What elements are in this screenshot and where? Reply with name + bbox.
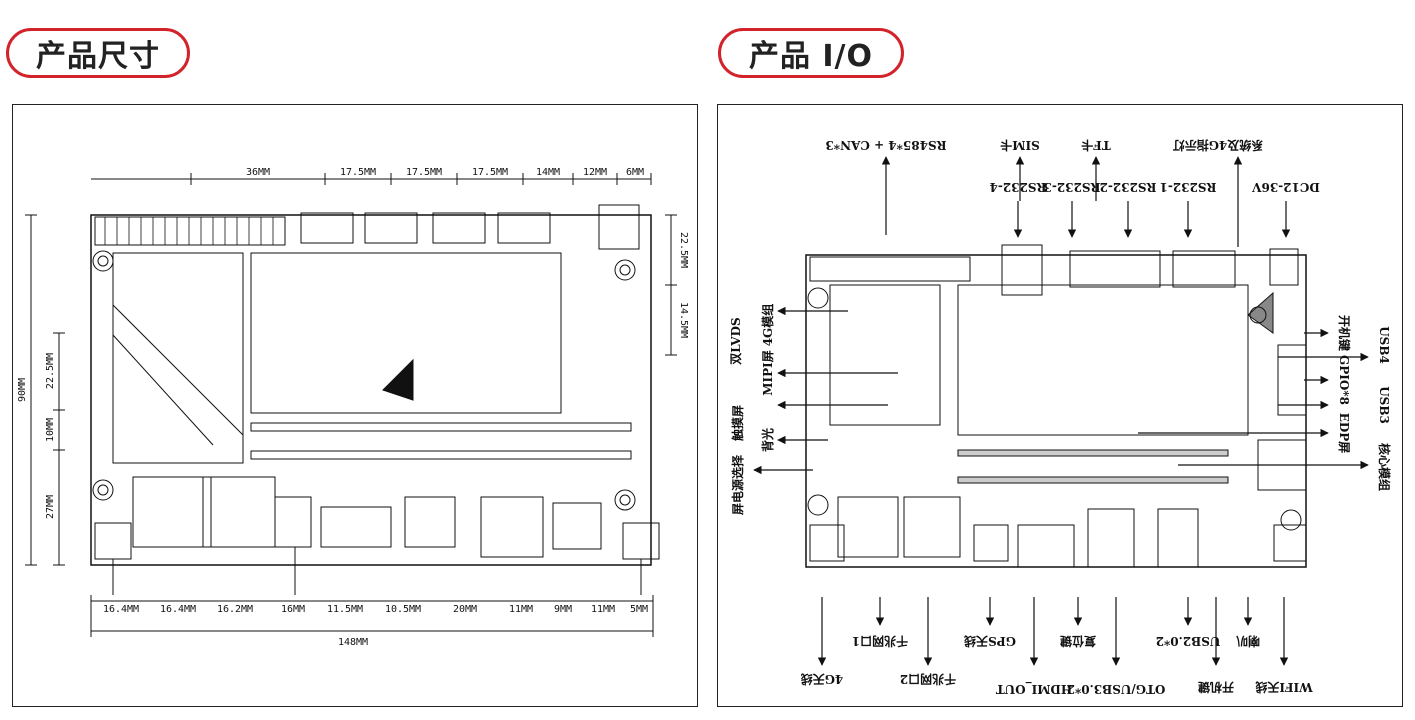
dim-bottom-6: 20MM	[453, 604, 477, 615]
io-right-2: GPIO*8	[1337, 355, 1351, 405]
dim-bottom-0: 16.4MM	[103, 604, 139, 615]
dim-left-2: 27MM	[45, 495, 56, 519]
io-diagram: RS485*4 + CAN*3 SIM卡 TF卡 系统及4G指示灯 RS232-…	[729, 138, 1392, 696]
io-top2-3: RS232-1	[1159, 180, 1216, 194]
bottom-dimension-labels: 16.4MM 16.4MM 16.2MM 16MM 11.5MM 10.5MM …	[103, 604, 648, 648]
io-top2-4: DC12-36V	[1251, 180, 1319, 194]
dim-bottom-total: 148MM	[338, 637, 368, 648]
io-right-3: USB3	[1377, 386, 1391, 424]
io-right-0: 开机键	[1337, 315, 1352, 351]
dim-bottom-4: 11.5MM	[327, 604, 363, 615]
io-bottom2-2: HDMI_OUT	[996, 681, 1073, 696]
right-io-labels: 开机键 USB4 GPIO*8 USB3 EDP屏 核心模组	[1337, 315, 1392, 491]
dim-bottom-3: 16MM	[281, 604, 305, 615]
io-left-2: MIPI屏	[761, 350, 775, 396]
dim-top-2: 17.5MM	[406, 167, 442, 178]
io-arrows	[753, 156, 1369, 666]
io-right-5: 核心模组	[1377, 443, 1392, 491]
io-top-0: RS485*4 + CAN*3	[825, 138, 946, 152]
bottom-io-labels-row1: 千兆网口1 GPS天线 复位键 USB2.0*2 喇叭	[852, 634, 1260, 649]
dim-right-1: 14.5MM	[678, 302, 689, 338]
io-bottom2-4: 开机键	[1198, 680, 1234, 695]
io-bottom2-5: WIFI天线	[1255, 680, 1313, 695]
top-dimension-labels: 36MM 17.5MM 17.5MM 17.5MM 14MM 12MM 6MM	[246, 167, 644, 178]
right-dimension-labels: 22.5MM 14.5MM	[678, 232, 689, 338]
io-left-3: 触摸屏	[730, 405, 745, 441]
dim-left-total: 90MM	[17, 378, 28, 402]
dim-left-0: 22.5MM	[45, 353, 56, 389]
dim-bottom-8: 9MM	[554, 604, 572, 615]
dim-bottom-2: 16.2MM	[217, 604, 253, 615]
dim-bottom-7: 11MM	[509, 604, 533, 615]
section-title-io: 产品 I/O	[718, 28, 904, 78]
top-io-labels-row2: RS232-4 RS232-3 RS232-2 RS232-1 DC12-36V	[989, 180, 1319, 194]
left-io-labels: 双LVDS 4G模组 MIPI屏 触摸屏 背光 屏电源选择	[729, 304, 775, 516]
io-bottom1-2: 复位键	[1060, 634, 1097, 649]
io-bottom1-4: 喇叭	[1236, 634, 1260, 649]
dim-top-3: 17.5MM	[472, 167, 508, 178]
section-title-io-text: 产品 I/O	[748, 39, 874, 74]
io-bottom2-1: 千兆网口2	[900, 672, 956, 687]
io-top2-2: RS232-2	[1099, 180, 1156, 194]
io-left-4: 背光	[760, 428, 775, 452]
top-io-labels: RS485*4 + CAN*3 SIM卡 TF卡 系统及4G指示灯	[825, 138, 1263, 153]
dim-bottom-9: 11MM	[591, 604, 615, 615]
dim-top-5: 12MM	[583, 167, 607, 178]
section-title-dimensions-text: 产品尺寸	[36, 39, 160, 74]
io-top2-1: RS232-3	[1043, 180, 1100, 194]
dim-bottom-1: 16.4MM	[160, 604, 196, 615]
io-left-5: 屏电源选择	[730, 454, 745, 516]
section-title-dimensions: 产品尺寸	[6, 28, 190, 78]
io-bottom1-3: USB2.0*2	[1156, 634, 1221, 648]
io-right-1: USB4	[1377, 326, 1391, 364]
io-bottom1-0: 千兆网口1	[852, 634, 908, 649]
dim-right-0: 22.5MM	[678, 232, 689, 268]
io-bottom1-1: GPS天线	[964, 634, 1016, 649]
dim-left-1: 10MM	[45, 418, 56, 442]
io-top-3: 系统及4G指示灯	[1173, 138, 1264, 153]
io-bottom2-3: OTG/USB3.0*2	[1067, 682, 1166, 696]
dimension-drawing: 36MM 17.5MM 17.5MM 17.5MM 14MM 12MM 6MM …	[17, 167, 689, 648]
dim-top-6: 6MM	[626, 167, 644, 178]
dim-bottom-10: 5MM	[630, 604, 648, 615]
left-dimension-labels: 90MM 22.5MM 10MM 27MM	[17, 353, 56, 519]
io-left-1: 4G模组	[760, 304, 775, 347]
io-right-4: EDP屏	[1337, 413, 1351, 454]
dim-top-0: 36MM	[246, 167, 270, 178]
io-diagram-panel: RS485*4 + CAN*3 SIM卡 TF卡 系统及4G指示灯 RS232-…	[717, 104, 1403, 707]
dim-bottom-5: 10.5MM	[385, 604, 421, 615]
io-top-2: TF卡	[1081, 138, 1110, 153]
io-left-0: 双LVDS	[729, 317, 743, 364]
io-top2-0: RS232-4	[989, 180, 1046, 194]
io-top-1: SIM卡	[1000, 138, 1040, 153]
dim-top-4: 14MM	[536, 167, 560, 178]
bottom-io-labels-row2: 4G天线 千兆网口2 HDMI_OUT OTG/USB3.0*2 开机键 WIF…	[801, 672, 1314, 696]
dimension-drawing-panel: 36MM 17.5MM 17.5MM 17.5MM 14MM 12MM 6MM …	[12, 104, 698, 707]
io-bottom2-0: 4G天线	[801, 672, 844, 687]
dim-top-1: 17.5MM	[340, 167, 376, 178]
